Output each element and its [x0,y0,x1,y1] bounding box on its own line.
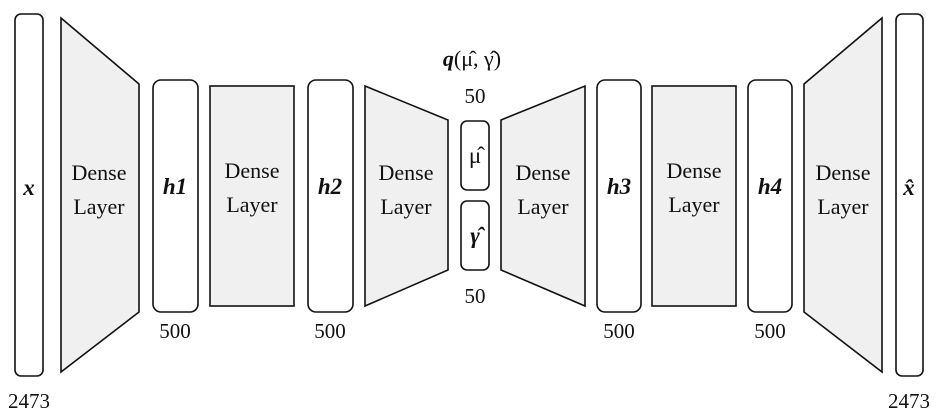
dense-layer-3: Dense Layer [364,84,449,308]
dense-layer-2-line2: Layer [226,192,278,217]
dense-layer-1-shape [60,16,140,374]
input-size-label: 2473 [8,389,50,413]
h4-node-label: h4 [758,174,782,199]
dense-layer-2-line1: Dense [225,158,280,183]
dense-layer-2: Dense Layer [209,85,295,307]
latent-title-q: q [443,46,454,71]
output-size-label: 2473 [888,389,930,413]
dense-layer-6-line2: Layer [817,194,869,219]
h2-node-box [307,79,354,313]
dense-layer-4: Dense Layer [500,84,586,308]
dense-layer-3-shape [364,84,449,308]
h1-size-label: 500 [159,319,191,343]
gamma-node: γ̂ [460,200,490,271]
dense-layer-6-shape [803,16,883,374]
gamma-node-box [460,200,490,271]
mu-node-box [460,120,490,191]
input-node-box [14,13,44,377]
h1-node-label: h1 [163,174,187,199]
mu-node: μ̂ [460,120,490,191]
input-node: x [14,13,44,377]
h4-node-box [747,79,793,313]
gamma-size-label: 50 [465,284,486,308]
h3-node: h3 [596,79,642,313]
output-node-box [895,13,924,377]
h3-node-label: h3 [607,174,631,199]
dense-layer-5-shape [651,85,737,307]
dense-layer-1-line2: Layer [73,194,125,219]
h3-size-label: 500 [603,319,635,343]
dense-layer-5-line2: Layer [668,192,720,217]
dense-layer-5-line1: Dense [667,158,722,183]
dense-layer-4-line1: Dense [516,160,571,185]
h4-size-label: 500 [754,319,786,343]
latent-title-args: (μ̂, γ̂) [454,46,501,71]
mu-node-label: μ̂ [469,143,485,168]
dense-layer-4-shape [500,84,586,308]
h2-node-label: h2 [318,174,342,199]
output-node-label: x̂ [902,175,915,200]
output-node: x̂ [895,13,924,377]
dense-layer-2-shape [209,85,295,307]
h1-node-box [152,79,199,313]
dense-layer-3-line2: Layer [380,194,432,219]
h2-size-label: 500 [314,319,346,343]
dense-layer-4-line2: Layer [517,194,569,219]
dense-layer-1: Dense Layer [60,16,140,374]
mu-size-label: 50 [465,84,486,108]
dense-layer-6-line1: Dense [816,160,871,185]
h2-node: h2 [307,79,354,313]
dense-layer-1-line1: Dense [72,160,127,185]
h4-node: h4 [747,79,793,313]
dense-layer-6: Dense Layer [803,16,883,374]
h3-node-box [596,79,642,313]
dense-layer-5: Dense Layer [651,85,737,307]
h1-node: h1 [152,79,199,313]
input-node-label: x [22,175,35,200]
dense-layer-3-line1: Dense [379,160,434,185]
latent-title: q(μ̂, γ̂) [443,46,501,71]
